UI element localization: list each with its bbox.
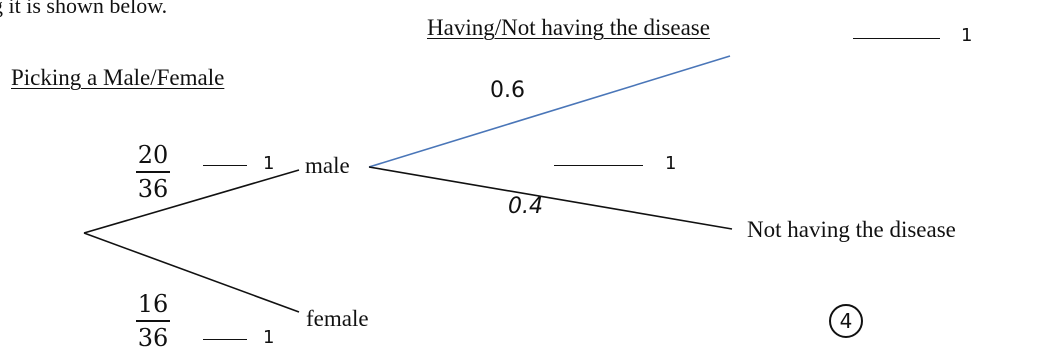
- fraction-female-bar: [136, 320, 170, 322]
- branch-root-to-male: [83, 169, 300, 234]
- fraction-female-denominator: 36: [137, 324, 169, 352]
- blank-value-female: 1: [263, 327, 275, 348]
- circled-number-marker: 4: [829, 304, 863, 338]
- intro-text: g it is shown below.: [0, 0, 168, 18]
- fraction-female-numerator: 16: [137, 290, 169, 318]
- label-male: male: [305, 153, 350, 178]
- branch-male-to-having: [368, 55, 731, 168]
- fraction-male-denominator: 36: [137, 175, 169, 203]
- fraction-male: 20 36: [135, 143, 171, 201]
- probability-having: 0.6: [490, 78, 525, 103]
- header-stage1: Picking a Male/Female: [11, 65, 225, 90]
- blank-value-having: 1: [961, 25, 973, 46]
- branch-root-to-female: [83, 232, 300, 313]
- branch-male-to-not-having: [368, 166, 733, 230]
- blank-line-male: [203, 165, 247, 166]
- header-stage2: Having/Not having the disease: [427, 15, 710, 40]
- blank-line-having: [853, 38, 940, 39]
- blank-line-female: [203, 339, 247, 340]
- fraction-female: 16 36: [135, 292, 171, 350]
- blank-line-middle: [554, 165, 643, 166]
- label-female: female: [306, 306, 369, 331]
- probability-not-having: 0.4: [508, 194, 543, 219]
- fraction-male-bar: [136, 171, 170, 173]
- blank-value-middle: 1: [665, 153, 677, 174]
- label-not-having: Not having the disease: [747, 217, 956, 242]
- blank-value-male: 1: [263, 153, 275, 174]
- fraction-male-numerator: 20: [137, 141, 169, 169]
